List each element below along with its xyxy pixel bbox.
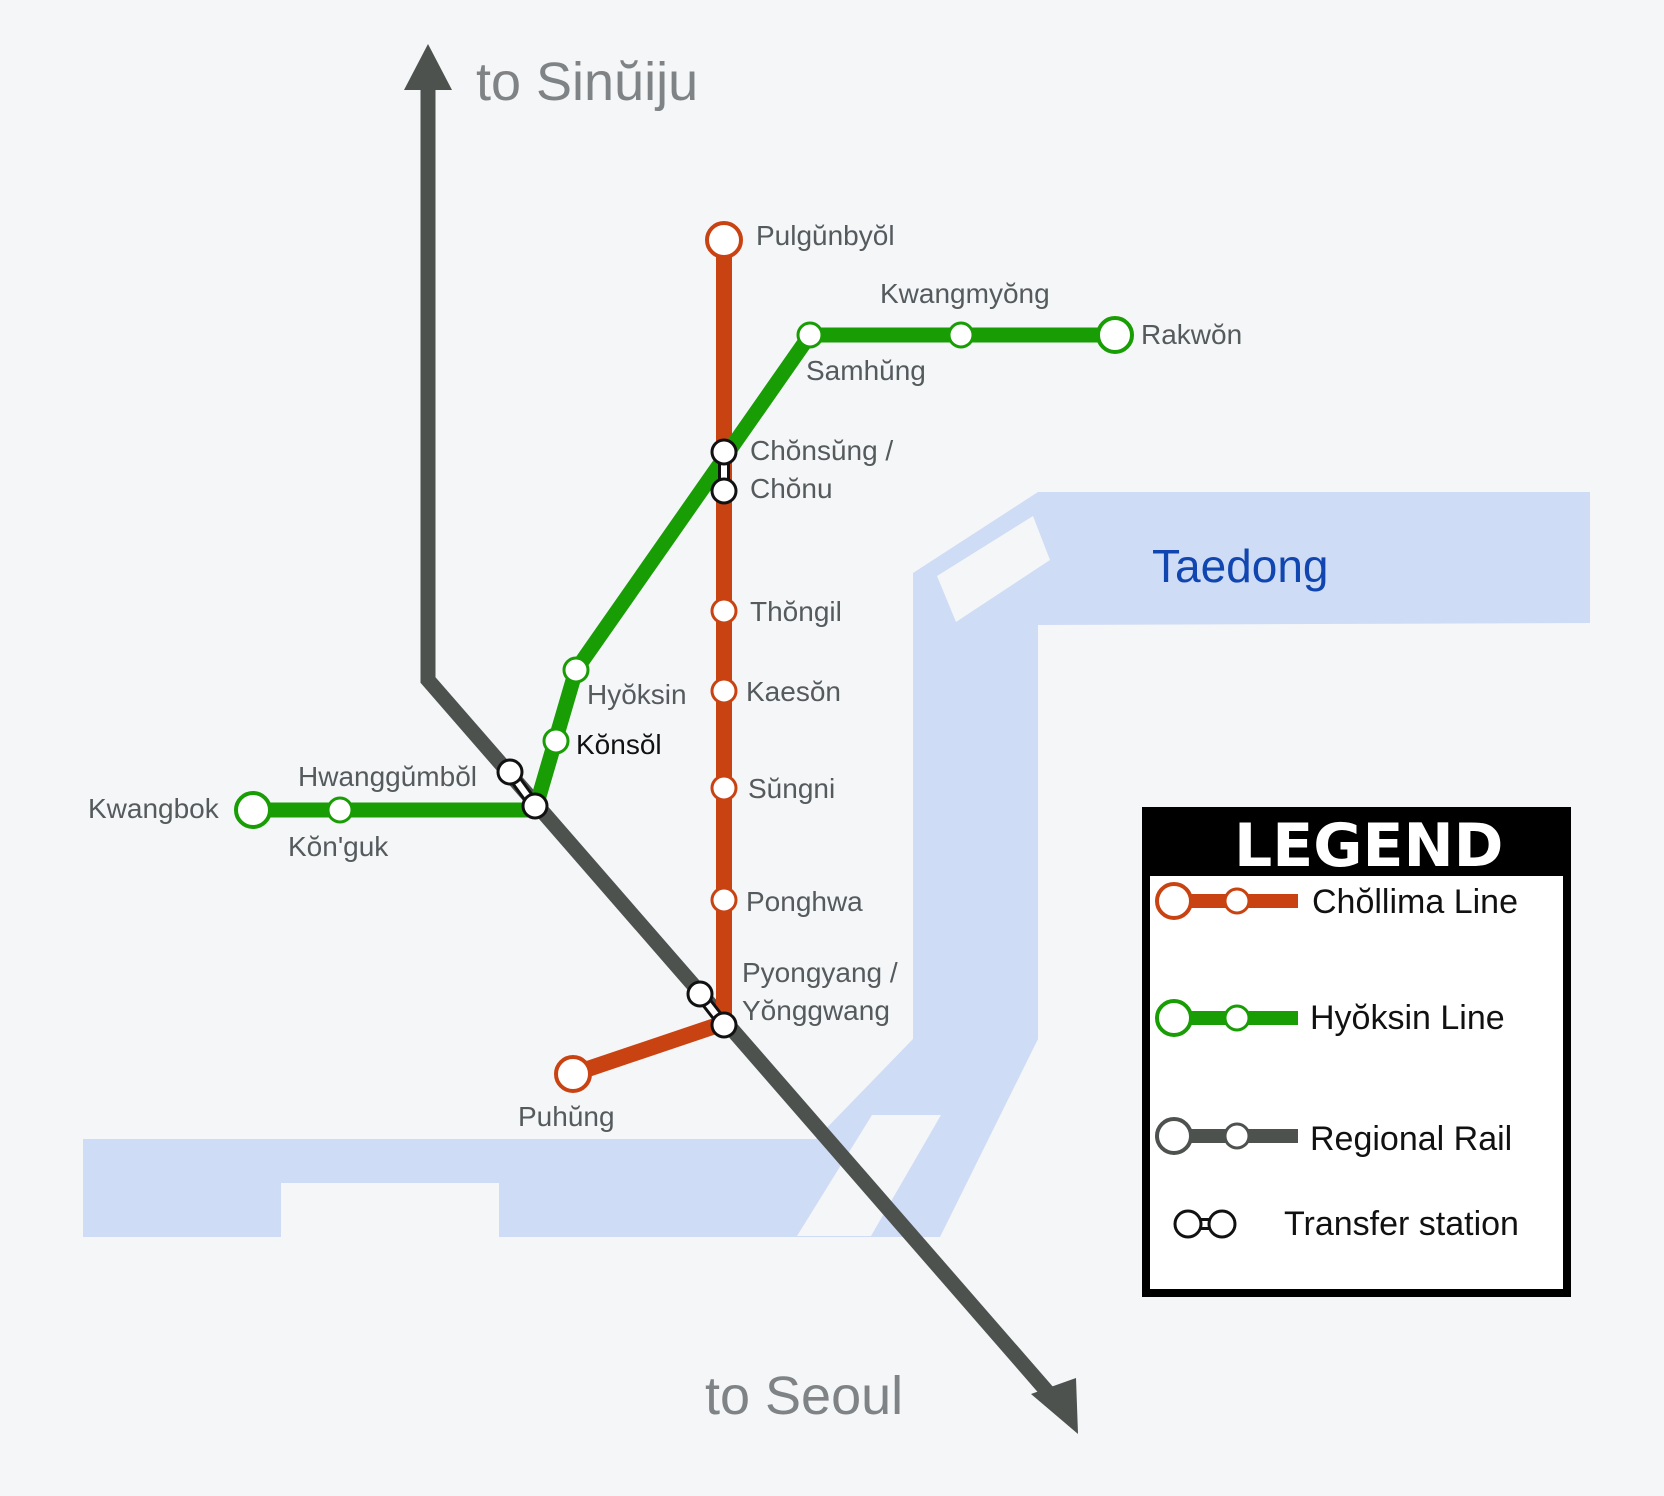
legend-hyoksin-label: Hyŏksin Line	[1310, 999, 1505, 1037]
legend-hyoksin-terminal-icon	[1155, 999, 1193, 1037]
legend-regional-label: Regional Rail	[1310, 1120, 1512, 1158]
label-hyoksin: Hyŏksin	[587, 679, 687, 710]
legend-regional-terminal-icon	[1155, 1117, 1193, 1155]
regional-rail-track	[420, 90, 1064, 1409]
station-ponghwa[interactable]	[710, 886, 738, 914]
label-pulgunbyol: Pulgŭnbyŏl	[756, 220, 895, 251]
river-island-upper	[937, 516, 1050, 622]
station-rakwon[interactable]	[1096, 316, 1134, 354]
river-label: Taedong	[1152, 540, 1329, 592]
label-kwangmyong: Kwangmyŏng	[880, 278, 1050, 309]
taedong-river	[83, 492, 1590, 1246]
transfer-hwanggumbol-konsol[interactable]	[496, 758, 549, 820]
station-chonsung[interactable]	[710, 438, 738, 466]
label-kwangbok: Kwangbok	[88, 793, 220, 824]
river-island-lower	[281, 1183, 499, 1246]
label-yonggwang: Yŏnggwang	[742, 995, 890, 1026]
transfer-stations	[496, 438, 738, 1039]
legend-header	[1146, 811, 1567, 876]
arrow-south-icon	[1031, 1378, 1078, 1434]
station-samhung[interactable]	[796, 321, 824, 349]
label-puhung: Puhŭng	[518, 1101, 615, 1132]
arrow-north-icon	[404, 44, 452, 90]
station-konsol[interactable]	[542, 727, 570, 755]
label-chonsung: Chŏnsŭng /	[750, 435, 893, 466]
label-chonu: Chŏnu	[750, 473, 833, 504]
label-kaeson: Kaesŏn	[746, 676, 841, 707]
station-hwanggumbol-junction[interactable]	[521, 792, 549, 820]
river-shape	[83, 492, 1590, 1237]
legend-regional-station-icon	[1223, 1122, 1251, 1150]
legend: LEGEND Chŏllima Line Hyŏksin Line Region…	[1142, 807, 1571, 1297]
station-sungni[interactable]	[710, 774, 738, 802]
label-rakwon: Rakwŏn	[1141, 319, 1242, 350]
transfer-pyongyang-yonggwang[interactable]	[686, 980, 738, 1039]
legend-transfer-label: Transfer station	[1284, 1205, 1519, 1243]
chollima-line	[570, 240, 732, 1082]
label-kon-guk: Kŏn'guk	[288, 831, 389, 862]
legend-item-hyoksin: Hyŏksin Line	[1155, 999, 1505, 1037]
legend-transfer-icon-left	[1173, 1209, 1203, 1239]
legend-chollima-label: Chŏllima Line	[1312, 883, 1518, 921]
station-thongil[interactable]	[710, 597, 738, 625]
station-yonggwang[interactable]	[710, 1011, 738, 1039]
legend-item-regional: Regional Rail	[1155, 1117, 1512, 1158]
station-kwangmyong[interactable]	[947, 321, 975, 349]
legend-chollima-station-icon	[1223, 887, 1251, 915]
station-kaeson[interactable]	[710, 677, 738, 705]
direction-south-label: to Seoul	[705, 1366, 903, 1426]
legend-item-transfer: Transfer station	[1173, 1205, 1519, 1243]
direction-north-label: to Sinŭiju	[476, 52, 698, 112]
legend-title: LEGEND	[1234, 811, 1503, 881]
station-pulgunbyol[interactable]	[705, 221, 743, 259]
legend-transfer-icon-right	[1207, 1209, 1237, 1239]
station-pyongyang[interactable]	[686, 980, 714, 1008]
legend-chollima-terminal-icon	[1155, 882, 1193, 920]
label-samhung: Samhŭng	[806, 355, 926, 386]
station-kon-guk[interactable]	[326, 796, 354, 824]
label-pyongyang: Pyongyang /	[742, 957, 898, 988]
chollima-stations	[554, 221, 743, 1093]
label-hwanggumbol: Hwanggŭmbŏl	[298, 761, 477, 792]
legend-item-chollima: Chŏllima Line	[1155, 882, 1518, 921]
station-puhung[interactable]	[554, 1055, 592, 1093]
station-hyoksin[interactable]	[562, 656, 590, 684]
transfer-chonsung-chonu[interactable]	[710, 438, 738, 505]
station-chonu[interactable]	[710, 477, 738, 505]
legend-hyoksin-station-icon	[1223, 1004, 1251, 1032]
station-hwanggumbol[interactable]	[496, 758, 524, 786]
label-sungni: Sŭngni	[748, 773, 835, 804]
regional-rail-line	[404, 44, 1078, 1434]
label-thongil: Thŏngil	[750, 596, 842, 627]
chollima-line-track	[570, 240, 732, 1082]
station-kwangbok[interactable]	[234, 791, 272, 829]
station-labels: Pulgŭnbyŏl Kwangmyŏng Rakwŏn Samhŭng Chŏ…	[88, 220, 1242, 1132]
label-ponghwa: Ponghwa	[746, 886, 863, 917]
hyoksin-stations	[234, 316, 1134, 829]
label-konsol: Kŏnsŏl	[576, 729, 662, 760]
